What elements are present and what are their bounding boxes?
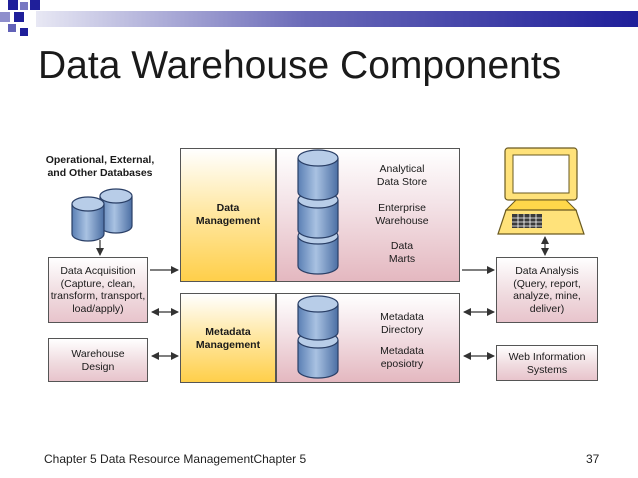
data-store-cylinders-icon: [297, 149, 339, 275]
computer-icon: [497, 147, 585, 235]
web-information-box: [496, 345, 598, 381]
data-acquisition-label: Data Acquisition(Capture, clean, transfo…: [50, 265, 146, 315]
title-accent-bar: [36, 11, 638, 27]
metadata-management-panel: [180, 293, 276, 383]
data-management-panel: [180, 148, 276, 282]
data-acquisition-box: [48, 257, 148, 323]
page-number: 37: [586, 452, 600, 466]
data-analysis-box: [496, 257, 598, 323]
corner-square: [8, 24, 16, 32]
corner-square: [0, 12, 10, 22]
corner-square: [30, 0, 40, 10]
footer-chapter: Chapter 5 Data Resource ManagementChapte…: [44, 452, 307, 466]
data-analysis-label: Data Analysis(Query, report, analyze, mi…: [513, 265, 581, 315]
corner-square: [14, 12, 24, 22]
warehouse-design-box: [48, 338, 148, 382]
slide-title: Data Warehouse Components: [38, 44, 562, 87]
source-database-icon: [71, 188, 133, 242]
corner-square: [20, 2, 28, 10]
corner-square: [20, 28, 28, 36]
corner-square: [8, 0, 18, 10]
metadata-cylinders-icon: [297, 295, 339, 379]
sources-label: Operational, External,and Other Database…: [45, 154, 155, 179]
